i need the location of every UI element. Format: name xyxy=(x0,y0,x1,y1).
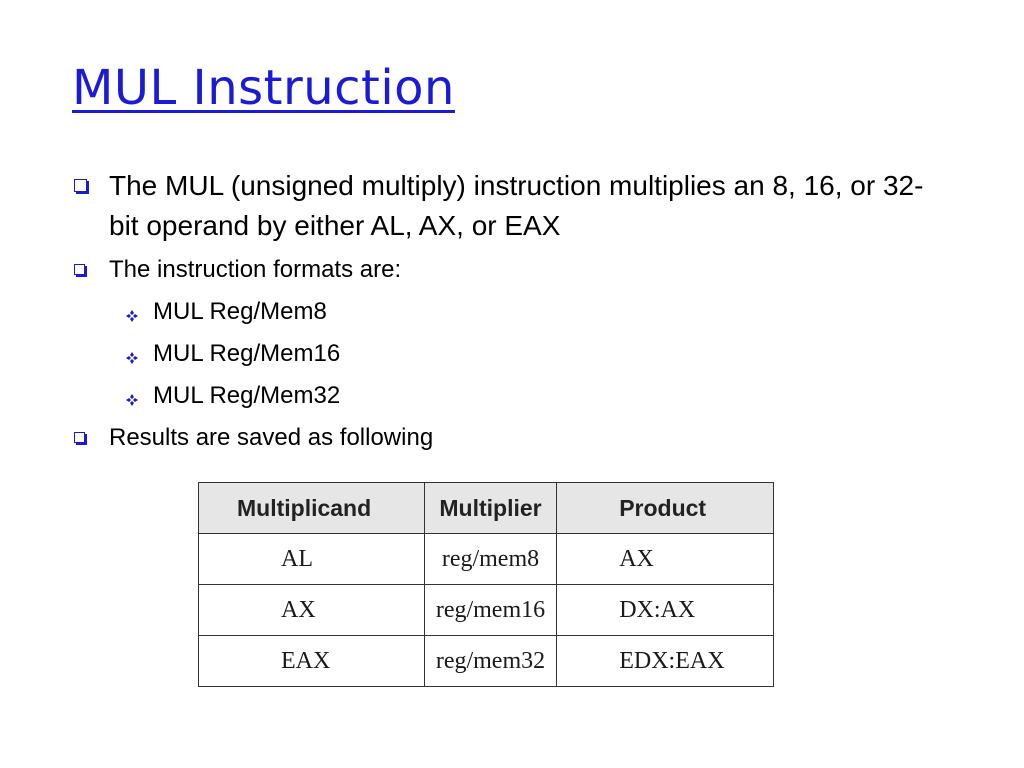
sub-bullet-text: MUL Reg/Mem32 xyxy=(153,382,341,409)
table-row: AL reg/mem8 AX xyxy=(198,533,774,585)
cell-multiplier: reg/mem16 xyxy=(423,584,558,636)
cell-multiplier: reg/mem8 xyxy=(423,533,558,585)
diamond-cluster-icon xyxy=(126,394,138,406)
cell-multiplicand: AL xyxy=(198,533,425,585)
cell-multiplier: reg/mem32 xyxy=(423,635,558,687)
bullet-text: Results are saved as following xyxy=(109,424,434,451)
header-product: Product xyxy=(556,482,774,534)
diamond-cluster-icon xyxy=(126,352,138,364)
cell-product: AX xyxy=(556,533,774,585)
sub-bullet-text: MUL Reg/Mem16 xyxy=(153,340,341,367)
bullet-text: The instruction formats are: xyxy=(109,256,402,283)
slide-title: MUL Instruction xyxy=(72,60,455,116)
sub-bullet-item: MUL Reg/Mem8 xyxy=(70,292,950,332)
header-multiplicand: Multiplicand xyxy=(198,482,425,534)
table-row: EAX reg/mem32 EDX:EAX xyxy=(198,635,774,687)
sub-bullet-item: MUL Reg/Mem16 xyxy=(70,334,950,374)
bullet-text: The MUL (unsigned multiply) instruction … xyxy=(109,170,924,241)
header-multiplier: Multiplier xyxy=(423,482,558,534)
hollow-square-icon xyxy=(74,179,87,192)
table-row: AX reg/mem16 DX:AX xyxy=(198,584,774,636)
sub-bullet-list: MUL Reg/Mem8 MUL Reg/Mem16 MUL Reg/Mem32 xyxy=(70,292,950,416)
table-header-row: Multiplicand Multiplier Product xyxy=(198,482,774,534)
sub-bullet-item: MUL Reg/Mem32 xyxy=(70,376,950,416)
diamond-cluster-icon xyxy=(126,310,138,322)
bullet-item: Results are saved as following xyxy=(70,418,950,458)
sub-bullet-text: MUL Reg/Mem8 xyxy=(153,298,327,325)
cell-product: EDX:EAX xyxy=(556,635,774,687)
bullet-list: The MUL (unsigned multiply) instruction … xyxy=(70,166,950,460)
sub-bullet-group: MUL Reg/Mem8 MUL Reg/Mem16 MUL Reg/Mem32 xyxy=(70,292,950,416)
bullet-item: The MUL (unsigned multiply) instruction … xyxy=(70,166,950,246)
hollow-square-icon xyxy=(74,432,85,443)
hollow-square-icon xyxy=(74,264,85,275)
results-table: Multiplicand Multiplier Product AL reg/m… xyxy=(198,482,774,687)
cell-multiplicand: EAX xyxy=(198,635,425,687)
cell-multiplicand: AX xyxy=(198,584,425,636)
bullet-item: The instruction formats are: xyxy=(70,250,950,290)
cell-product: DX:AX xyxy=(556,584,774,636)
